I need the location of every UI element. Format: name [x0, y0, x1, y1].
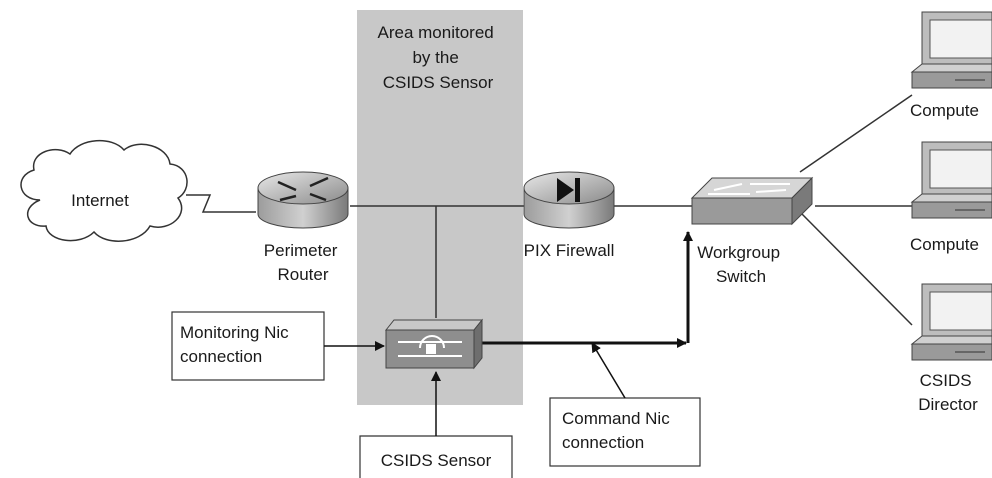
monitored-area-line-1: Area monitored — [378, 23, 494, 42]
command-nic-line-1: Command Nic — [562, 409, 670, 428]
firewall-label: PIX Firewall — [524, 241, 615, 260]
sensor-icon — [384, 319, 484, 331]
command-nic-callout: Command Nic connection — [549, 342, 701, 467]
switch-director-link — [799, 211, 913, 326]
connection-lines — [186, 94, 913, 326]
computer-2-label: Compute — [910, 235, 979, 254]
sensor-callout-label: CSIDS Sensor — [381, 451, 492, 470]
director-label-line-1: CSIDS — [920, 371, 972, 390]
svg-text:Monitoring Nic connectio: Monitoring Nic connection — [180, 323, 293, 366]
switch-label-line-2: Switch — [716, 267, 766, 286]
svg-text:Command Nic connection: Command Nic connection — [562, 409, 674, 452]
command-nic-line-2: connection — [562, 433, 644, 452]
perimeter-router: Perimeter Router — [257, 171, 349, 284]
monitoring-nic-line-1: Monitoring Nic — [180, 323, 289, 342]
csids-sensor — [384, 318, 484, 370]
director-label-line-2: Director — [918, 395, 978, 414]
monitoring-nic-callout: Monitoring Nic connection — [171, 311, 385, 381]
switch-label: Workgroup Switch — [697, 243, 785, 286]
internet-cloud: Internet — [20, 139, 188, 242]
cloud-icon — [20, 139, 188, 242]
monitored-area-line-3: CSIDS Sensor — [383, 73, 494, 92]
computer-icon — [910, 11, 992, 89]
monitored-area-label: Area monitored by the CSIDS Sensor — [378, 23, 499, 92]
command-nic-pointer — [591, 342, 626, 399]
monitored-area-line-2: by the — [412, 48, 458, 67]
internet-router-link — [186, 194, 256, 213]
computer-1: Compute — [910, 11, 992, 120]
computer-1-label: Compute — [910, 101, 979, 120]
router-label-line-2: Router — [277, 265, 328, 284]
workgroup-switch: Workgroup Switch — [690, 176, 814, 286]
sensor-callout: CSIDS Sensor — [359, 371, 513, 478]
switch-label-line-1: Workgroup — [697, 243, 780, 262]
switch-computer-1-link — [799, 94, 913, 173]
pix-firewall: PIX Firewall — [523, 171, 615, 260]
computer-icon — [910, 141, 992, 219]
router-label-line-1: Perimeter — [264, 241, 338, 260]
internet-label: Internet — [71, 191, 129, 210]
monitoring-nic-line-2: connection — [180, 347, 262, 366]
csids-director: CSIDS Director — [910, 283, 992, 414]
router-label: Perimeter Router — [264, 241, 342, 284]
computer-2: Compute — [910, 141, 992, 254]
computer-icon — [910, 283, 992, 361]
director-label: CSIDS Director — [918, 371, 978, 414]
